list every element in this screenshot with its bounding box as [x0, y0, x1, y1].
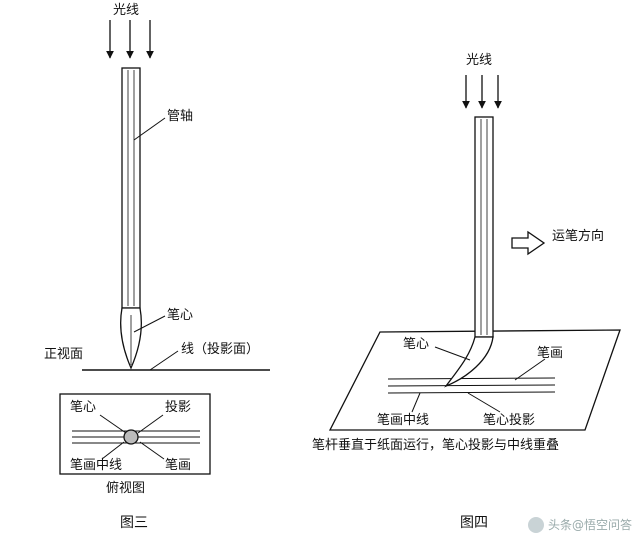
fig3-top-proj-label: 投影	[165, 400, 192, 415]
fig4-paper	[328, 329, 621, 431]
fig3-top-view	[59, 393, 211, 475]
fig3-brush	[120, 67, 142, 370]
fig3-light-label: 光线	[113, 3, 140, 18]
fig4-brush	[444, 116, 494, 388]
fig3-top-view-label: 俯视图	[106, 481, 146, 496]
fig3-nib-label: 笔心	[167, 308, 194, 323]
watermark-text: 头条@悟空问答	[547, 518, 632, 532]
fig4-caption: 图四	[460, 515, 488, 531]
fig3-front-plane-label: 正视面	[44, 347, 84, 362]
fig4-light-arrows	[462, 75, 502, 109]
fig3-line-proj-label: 线（投影面）	[181, 342, 260, 357]
fig4-stroke-lines	[387, 377, 556, 394]
fig4-light-label: 光线	[466, 53, 493, 68]
watermark: 头条@悟空问答	[527, 516, 632, 533]
fig3-caption: 图三	[120, 515, 148, 531]
fig3-light-arrows	[106, 20, 154, 59]
fig3-nib-leader	[133, 315, 166, 333]
fig3-top-nib-label: 笔心	[70, 400, 97, 415]
fig4-description: 笔杆垂直于纸面运行，笔心投影与中线重叠	[312, 438, 560, 453]
fig4-center-label: 笔画中线	[377, 413, 430, 428]
fig4-move-dir-label: 运笔方向	[552, 229, 605, 244]
watermark-logo-icon	[527, 516, 544, 533]
fig4-nib-label: 笔心	[403, 337, 430, 352]
fig3-top-center-label: 笔画中线	[70, 458, 123, 473]
fig3-tube-label: 管轴	[167, 109, 194, 124]
fig4-stroke-label: 笔画	[537, 346, 564, 361]
fig3-proj-leader	[149, 350, 179, 371]
fig4-move-arrow	[511, 230, 546, 256]
fig3-top-stroke-label: 笔画	[165, 458, 192, 473]
fig3-tube-leader	[133, 117, 166, 141]
fig4-leaders	[411, 346, 546, 413]
fig4-nib-proj-label: 笔心投影	[483, 413, 536, 428]
